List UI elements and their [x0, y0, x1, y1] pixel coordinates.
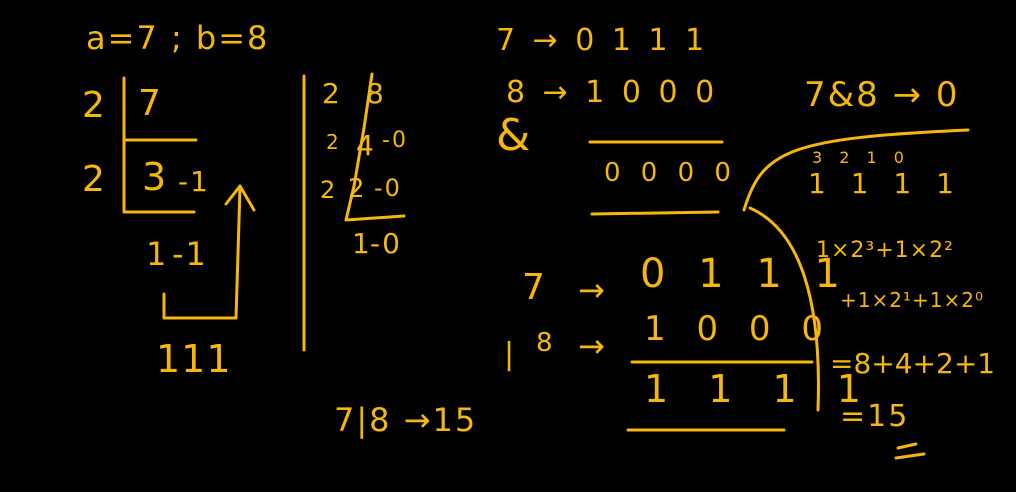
division-bracket-2 [122, 138, 196, 214]
place-bits: 1 1 1 1 [808, 167, 962, 200]
division-8-divisor-1: 2 [322, 77, 342, 110]
division-7-remainder-2: -1 [172, 235, 208, 273]
up-arrow-shaft [162, 186, 242, 320]
and-operator: & [496, 110, 533, 161]
or-line-a-arrow: → [578, 271, 607, 309]
division-7-result-bits: 111 [156, 337, 232, 381]
division-8-remainder-3: -0 [370, 227, 402, 260]
division-7-divisor-mid: 2 [82, 159, 107, 200]
division-7-dividend: 7 [138, 83, 163, 124]
division-7-quotient-2: 1 [146, 235, 169, 273]
place-sum: =8+4+2+1 [830, 347, 996, 380]
or-operator: | [504, 337, 517, 372]
or-line-b-arrow: → [578, 327, 607, 365]
division-7-remainder-1: -1 [178, 165, 210, 198]
assignment-text: a=7 ; b=8 [86, 19, 270, 57]
total-underline-2 [894, 452, 926, 460]
or-line-b-label: 8 [536, 328, 555, 358]
division-8-bracket-1 [344, 72, 406, 222]
division-7-divisor-top: 2 [82, 85, 107, 126]
division-7-quotient-1: 3 [142, 155, 169, 199]
division-8-remainder-1: -0 [382, 128, 408, 153]
division-8-divisor-3: 2 [320, 176, 338, 204]
and-line-b: 8 → 1 0 0 0 [506, 75, 719, 110]
or-line-a-bits: 0 1 1 1 [640, 251, 850, 297]
or-conclusion: 7|8 →15 [334, 401, 478, 439]
division-8-divisor-2: 2 [326, 130, 341, 154]
division-8-quotient-2: 2 [348, 174, 367, 204]
place-exponents: 3 2 1 0 [812, 148, 910, 167]
or-line-a-label: 7 [522, 267, 547, 308]
and-line-a: 7 → 0 1 1 1 [496, 23, 709, 58]
and-result: 0 0 0 0 [604, 158, 737, 188]
up-arrow-head [224, 184, 256, 212]
place-expansion-1: 1×2³+1×2² [816, 238, 954, 263]
or-line-b-bits: 1 0 0 0 [644, 309, 833, 349]
division-8-quotient-1: 4 [356, 129, 376, 162]
curve-divider-top [742, 128, 970, 212]
division-8-remainder-2: -0 [374, 174, 402, 202]
division-8-dividend: 8 [366, 77, 386, 110]
or-result: 1 1 1 1 [644, 367, 875, 411]
curve-divider-right [748, 206, 820, 412]
and-underline-bottom [590, 210, 720, 216]
and-conclusion: 7&8 → 0 [804, 75, 960, 115]
division-8-quotient-3: 1 [352, 227, 372, 260]
place-total: =15 [840, 399, 910, 434]
place-expansion-2: +1×2¹+1×2⁰ [840, 288, 984, 312]
total-underline-1 [896, 442, 918, 450]
